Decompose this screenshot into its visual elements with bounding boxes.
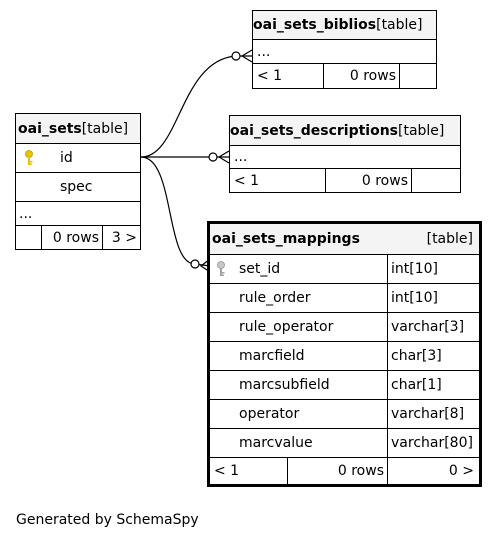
edge-biblios-crowfoot <box>240 49 253 63</box>
edge-mappings-optional-marker <box>190 259 200 269</box>
footer-children: 0 > <box>387 458 479 484</box>
footer-row-count: 0 rows <box>323 64 399 88</box>
column-name: set_id <box>239 261 281 277</box>
table-oai-sets-mappings[interactable]: oai_sets_mappings [table] set_id int[10]… <box>207 221 482 487</box>
column-type: varchar[80] <box>387 429 479 457</box>
table-header: oai_sets_biblios[table] <box>253 11 436 40</box>
table-oai-sets[interactable]: oai_sets[table] id spec ... 0 rows 3 > <box>15 113 141 250</box>
table-oai-sets-descriptions[interactable]: oai_sets_descriptions[table] ... < 1 0 r… <box>229 115 461 193</box>
edge-descriptions-crowfoot <box>217 150 230 164</box>
footer-parents: < 1 <box>257 68 283 84</box>
table-row[interactable]: spec <box>16 173 140 202</box>
footer-row-count: 0 rows <box>325 169 411 192</box>
column-name: marcsubfield <box>239 377 330 393</box>
footer-children <box>399 64 436 88</box>
table-footer: < 1 0 rows 0 > <box>210 458 479 484</box>
table-footer: 0 rows 3 > <box>16 226 140 249</box>
column-type: char[1] <box>387 371 479 399</box>
column-name: operator <box>239 406 300 422</box>
footer-children: 3 > <box>102 226 140 249</box>
more-columns-ellipsis: ... <box>257 43 271 60</box>
table-row[interactable]: marcvalue varchar[80] <box>210 429 479 458</box>
column-type: int[10] <box>387 284 479 312</box>
edge-descriptions-optional-marker <box>208 152 218 162</box>
column-type: int[10] <box>387 255 479 283</box>
footer-parents: < 1 <box>234 172 260 189</box>
column-name: id <box>60 150 73 166</box>
column-name: rule_operator <box>239 319 334 335</box>
column-name: marcvalue <box>239 435 313 451</box>
footer-row-count: 0 rows <box>41 226 102 249</box>
table-row[interactable]: rule_operator varchar[3] <box>210 313 479 342</box>
table-row[interactable]: ... <box>230 146 460 169</box>
table-header: oai_sets[table] <box>16 114 140 144</box>
more-columns-ellipsis: ... <box>19 205 33 222</box>
footer-parents: < 1 <box>214 463 240 479</box>
table-name: oai_sets_mappings <box>212 231 360 247</box>
table-type: [table] <box>81 120 129 137</box>
footer-parents <box>16 226 41 249</box>
edge-oai-sets-mappings <box>140 156 211 267</box>
column-type: varchar[3] <box>387 313 479 341</box>
table-footer: < 1 0 rows <box>230 169 460 192</box>
table-header: oai_sets_mappings [table] <box>210 224 479 255</box>
footer-row-count: 0 rows <box>287 458 387 484</box>
column-type: varchar[8] <box>387 400 479 428</box>
table-name: oai_sets <box>18 120 82 137</box>
column-name: spec <box>60 179 93 195</box>
table-row[interactable]: marcsubfield char[1] <box>210 371 479 400</box>
generated-by-label: Generated by SchemaSpy <box>16 512 199 528</box>
column-name: marcfield <box>239 348 305 364</box>
table-type: [table] <box>426 231 473 247</box>
column-name: rule_order <box>239 290 311 306</box>
table-type: [table] <box>376 17 423 33</box>
footer-children <box>411 169 460 192</box>
table-row[interactable]: rule_order int[10] <box>210 284 479 313</box>
table-row[interactable]: set_id int[10] <box>210 255 479 284</box>
primary-key-icon <box>25 150 33 165</box>
column-type: char[3] <box>387 342 479 370</box>
table-oai-sets-biblios[interactable]: oai_sets_biblios[table] ... < 1 0 rows <box>252 10 437 89</box>
table-name: oai_sets_descriptions <box>230 122 398 139</box>
table-name: oai_sets_biblios <box>253 17 377 33</box>
table-row[interactable]: ... <box>16 202 140 226</box>
table-type: [table] <box>398 122 445 139</box>
table-footer: < 1 0 rows <box>253 64 436 88</box>
table-row[interactable]: marcfield char[3] <box>210 342 479 371</box>
foreign-key-icon <box>217 261 225 276</box>
table-row[interactable]: ... <box>253 40 436 64</box>
edge-biblios-optional-marker <box>231 51 241 61</box>
edge-oai-sets-biblios <box>140 55 252 158</box>
more-columns-ellipsis: ... <box>234 149 248 165</box>
table-header: oai_sets_descriptions[table] <box>230 116 460 146</box>
table-row[interactable]: operator varchar[8] <box>210 400 479 429</box>
table-row[interactable]: id <box>16 144 140 173</box>
